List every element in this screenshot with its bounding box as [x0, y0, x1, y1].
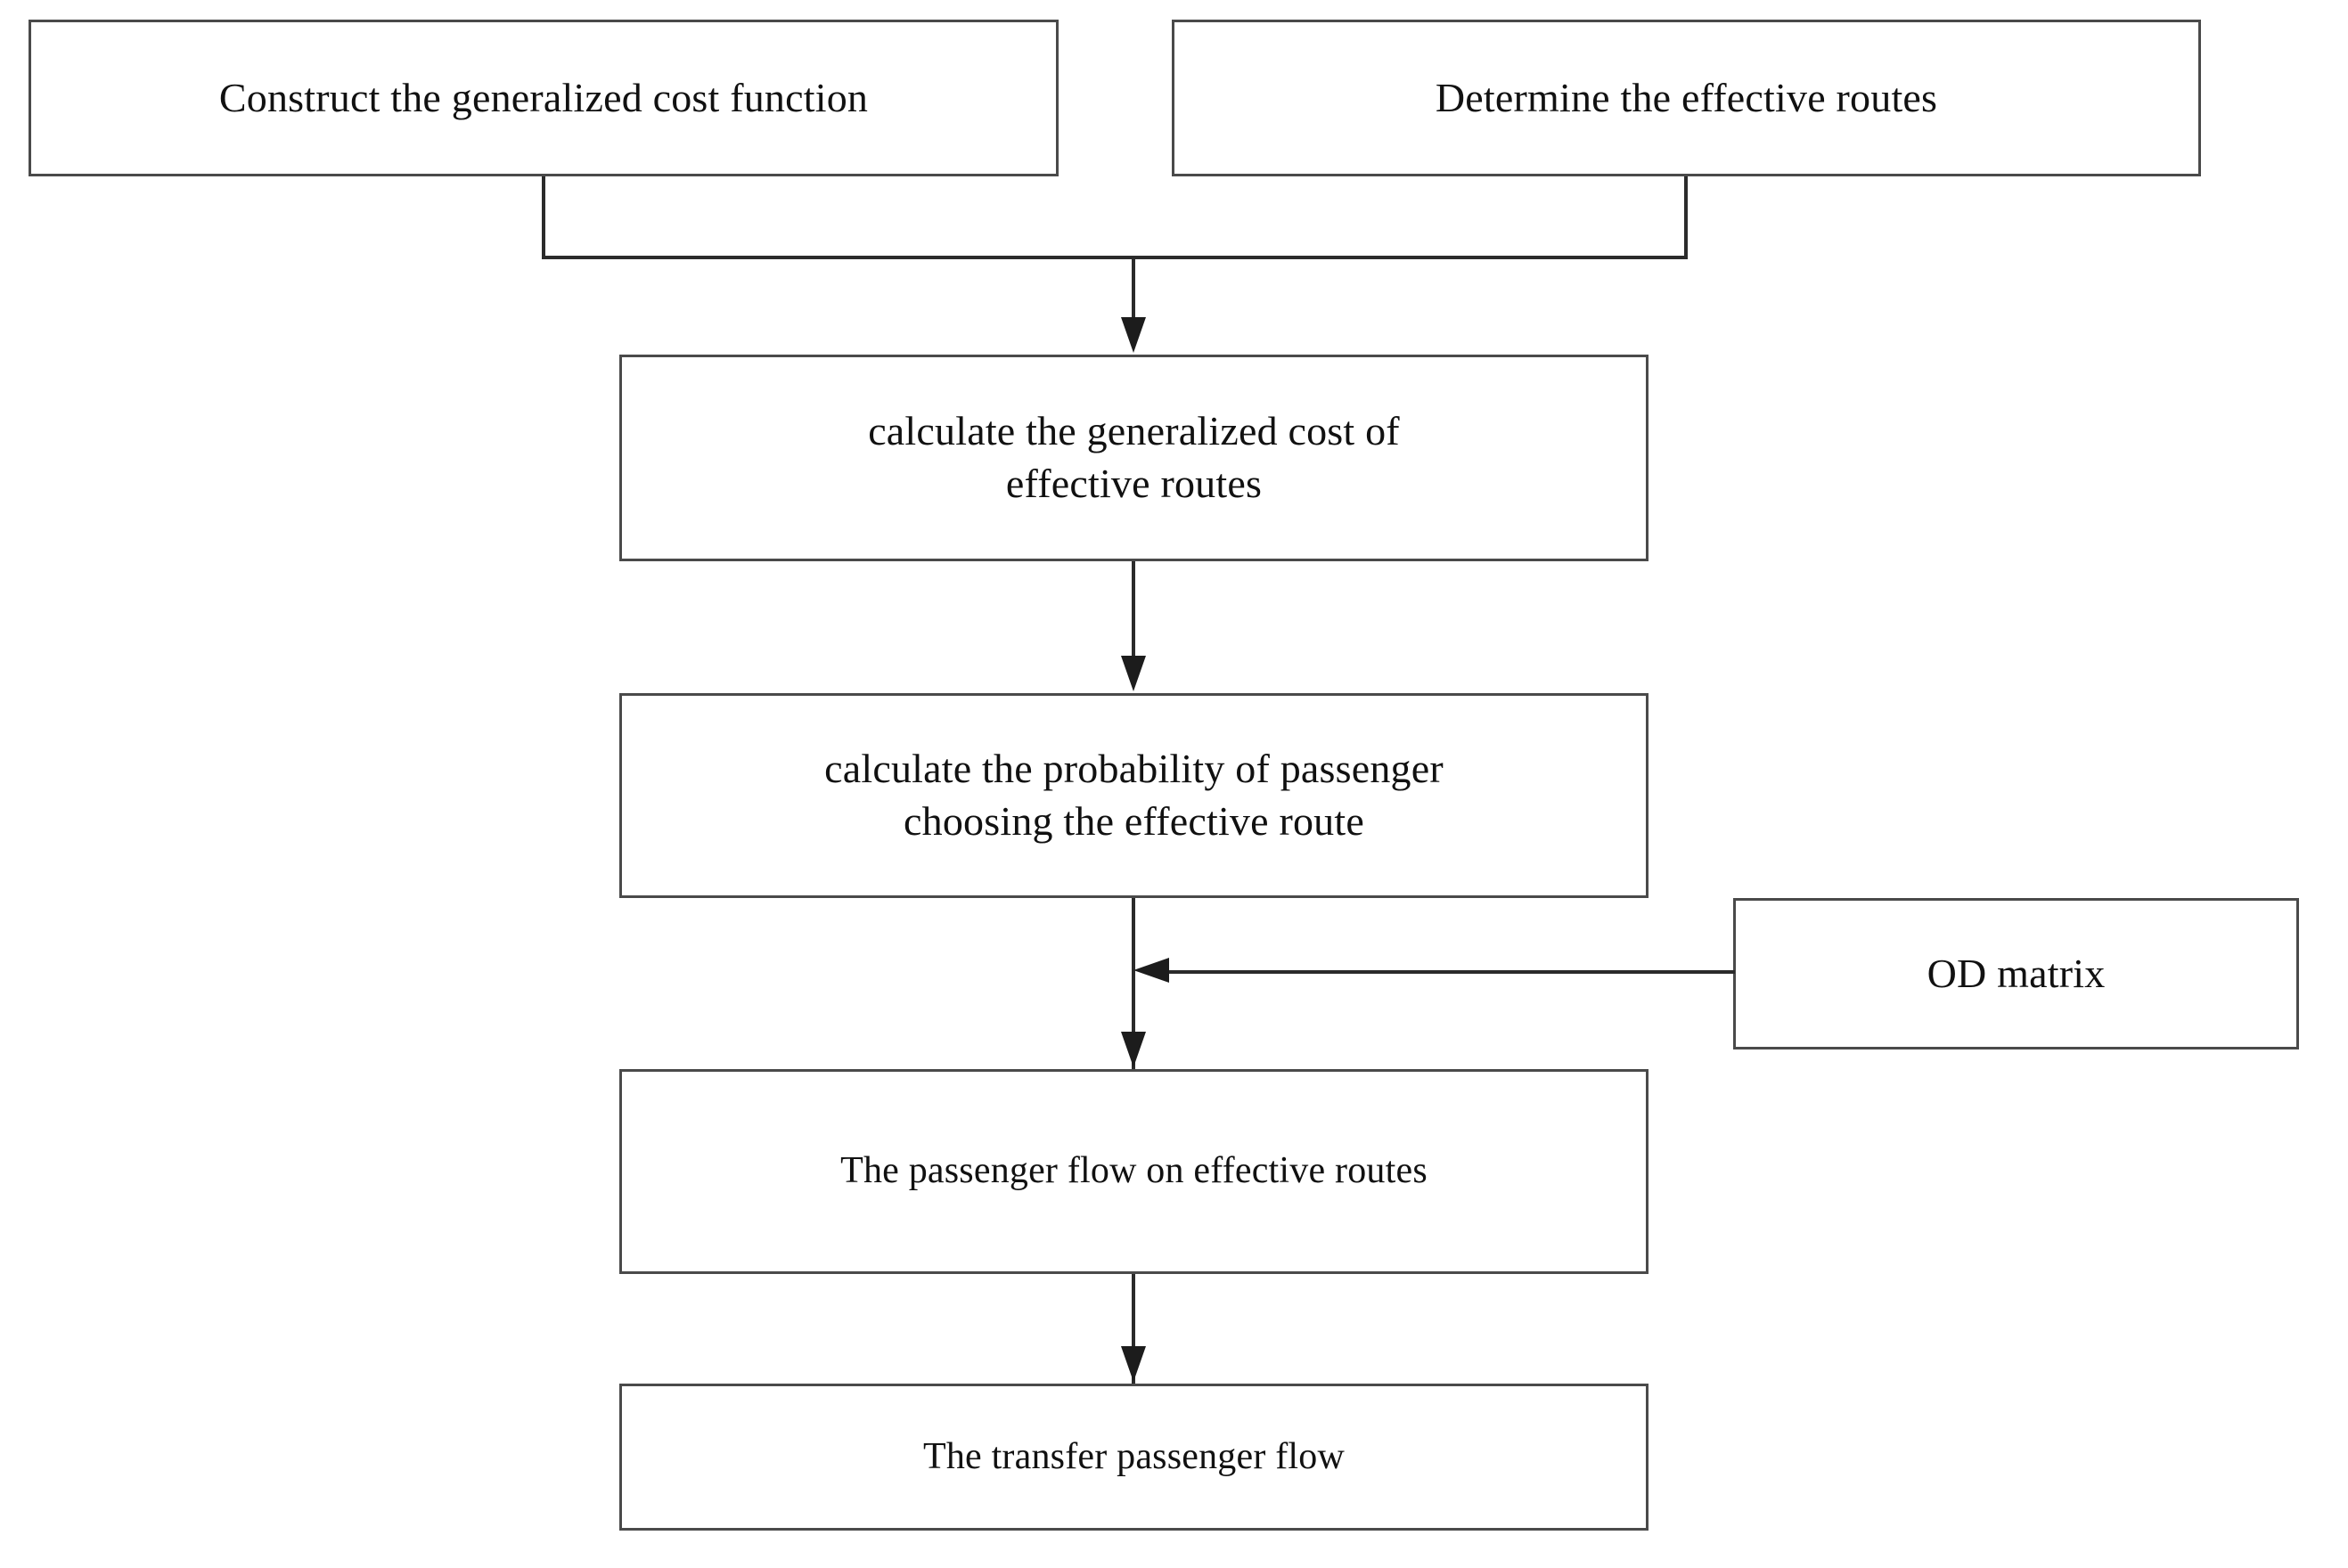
connector-passenger-flow-to-transfer-flow — [1132, 1274, 1135, 1384]
node-determine-routes[interactable]: Determine the effective routes — [1172, 20, 2201, 176]
node-transfer-flow-label: The transfer passenger flow — [922, 1435, 1346, 1477]
node-passenger-flow-label: The passenger flow on effective routes — [840, 1150, 1428, 1192]
connector-determine-routes-stem — [1684, 176, 1688, 257]
node-od-matrix-label: OD matrix — [1927, 950, 2106, 996]
connector-calculate-cost-to-probability — [1132, 561, 1135, 657]
arrowhead-down-icon-to-calculate-cost — [1121, 317, 1146, 353]
arrowhead-left-icon-from-od-matrix — [1133, 958, 1169, 983]
node-calculate-probability-label: calculate the probability of passenger c… — [824, 746, 1444, 844]
arrowhead-down-icon-to-passenger-flow — [1121, 1032, 1146, 1067]
connector-construct-cost-stem — [542, 176, 545, 257]
node-determine-routes-label: Determine the effective routes — [1435, 74, 1938, 120]
connector-merge-to-calculate-cost — [1132, 256, 1135, 319]
node-construct-cost-label: Construct the generalized cost function — [218, 74, 869, 120]
connector-probability-to-passenger-flow — [1132, 898, 1135, 1069]
node-passenger-flow[interactable]: The passenger flow on effective routes — [619, 1069, 1649, 1274]
node-transfer-flow[interactable]: The transfer passenger flow — [619, 1384, 1649, 1531]
node-od-matrix[interactable]: OD matrix — [1733, 898, 2299, 1049]
node-calculate-probability[interactable]: calculate the probability of passenger c… — [619, 693, 1649, 898]
connector-merge-bar — [542, 256, 1688, 259]
connector-od-matrix-to-trunk — [1167, 970, 1735, 974]
node-calculate-generalized-cost-label: calculate the generalized cost of effect… — [868, 408, 1400, 506]
node-construct-cost[interactable]: Construct the generalized cost function — [29, 20, 1059, 176]
node-calculate-generalized-cost[interactable]: calculate the generalized cost of effect… — [619, 355, 1649, 561]
arrowhead-down-icon-to-transfer-flow — [1121, 1346, 1146, 1382]
arrowhead-down-icon-to-probability — [1121, 656, 1146, 691]
